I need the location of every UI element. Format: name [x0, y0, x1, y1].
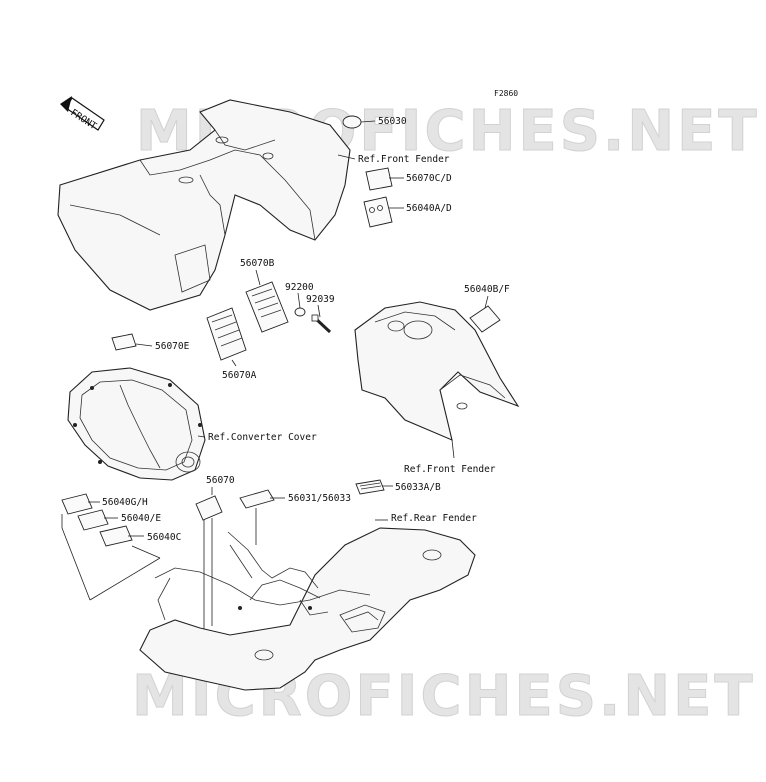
decal-56040c — [99, 525, 133, 547]
converter-cover — [67, 367, 206, 481]
label-56070e: 56070E — [155, 341, 190, 352]
label-ref-front-fender-top: Ref.Front Fender — [358, 154, 450, 165]
label-56040ad: 56040A/D — [406, 203, 452, 214]
label-56070a: 56070A — [222, 370, 257, 381]
figure-code: F2860 — [494, 89, 518, 98]
label-56070cd: 56070C/D — [406, 173, 452, 184]
label-56040c: 56040C — [147, 532, 181, 543]
label-56070b: 56070B — [240, 258, 275, 269]
washer-92200 — [294, 307, 306, 317]
washer-56030 — [342, 115, 362, 129]
rear-fender — [139, 527, 476, 691]
decal-56040e — [77, 509, 109, 531]
decal-56040bf — [469, 305, 501, 333]
label-ref-converter-cover: Ref.Converter Cover — [208, 432, 317, 443]
label-56040e: 56040/E — [121, 513, 161, 524]
label-56030: 56030 — [378, 116, 407, 127]
decal-56040gh — [61, 493, 93, 515]
bolt-92039 — [311, 314, 332, 334]
decal-56033ab — [355, 479, 385, 495]
decal-56070a — [206, 307, 247, 361]
label-92200: 92200 — [285, 282, 314, 293]
decal-56031-56033 — [239, 489, 275, 509]
decal-56070cd — [365, 167, 393, 191]
label-ref-front-fender-mid: Ref.Front Fender — [404, 464, 496, 475]
label-56040gh: 56040G/H — [102, 497, 148, 508]
label-92039: 92039 — [306, 294, 335, 305]
front-fender-top — [57, 99, 351, 311]
front-arrow-icon: FRONT — [60, 96, 105, 132]
front-fender-mid — [354, 301, 520, 441]
label-56033ab: 56033A/B — [395, 482, 441, 493]
decal-56040ad — [363, 196, 393, 228]
decal-56070e — [111, 333, 137, 351]
decal-56070 — [195, 495, 223, 521]
label-ref-rear-fender: Ref.Rear Fender — [391, 513, 477, 524]
label-56040bf: 56040B/F — [464, 284, 510, 295]
label-56070: 56070 — [206, 475, 235, 486]
label-56031-56033: 56031/56033 — [288, 493, 351, 504]
